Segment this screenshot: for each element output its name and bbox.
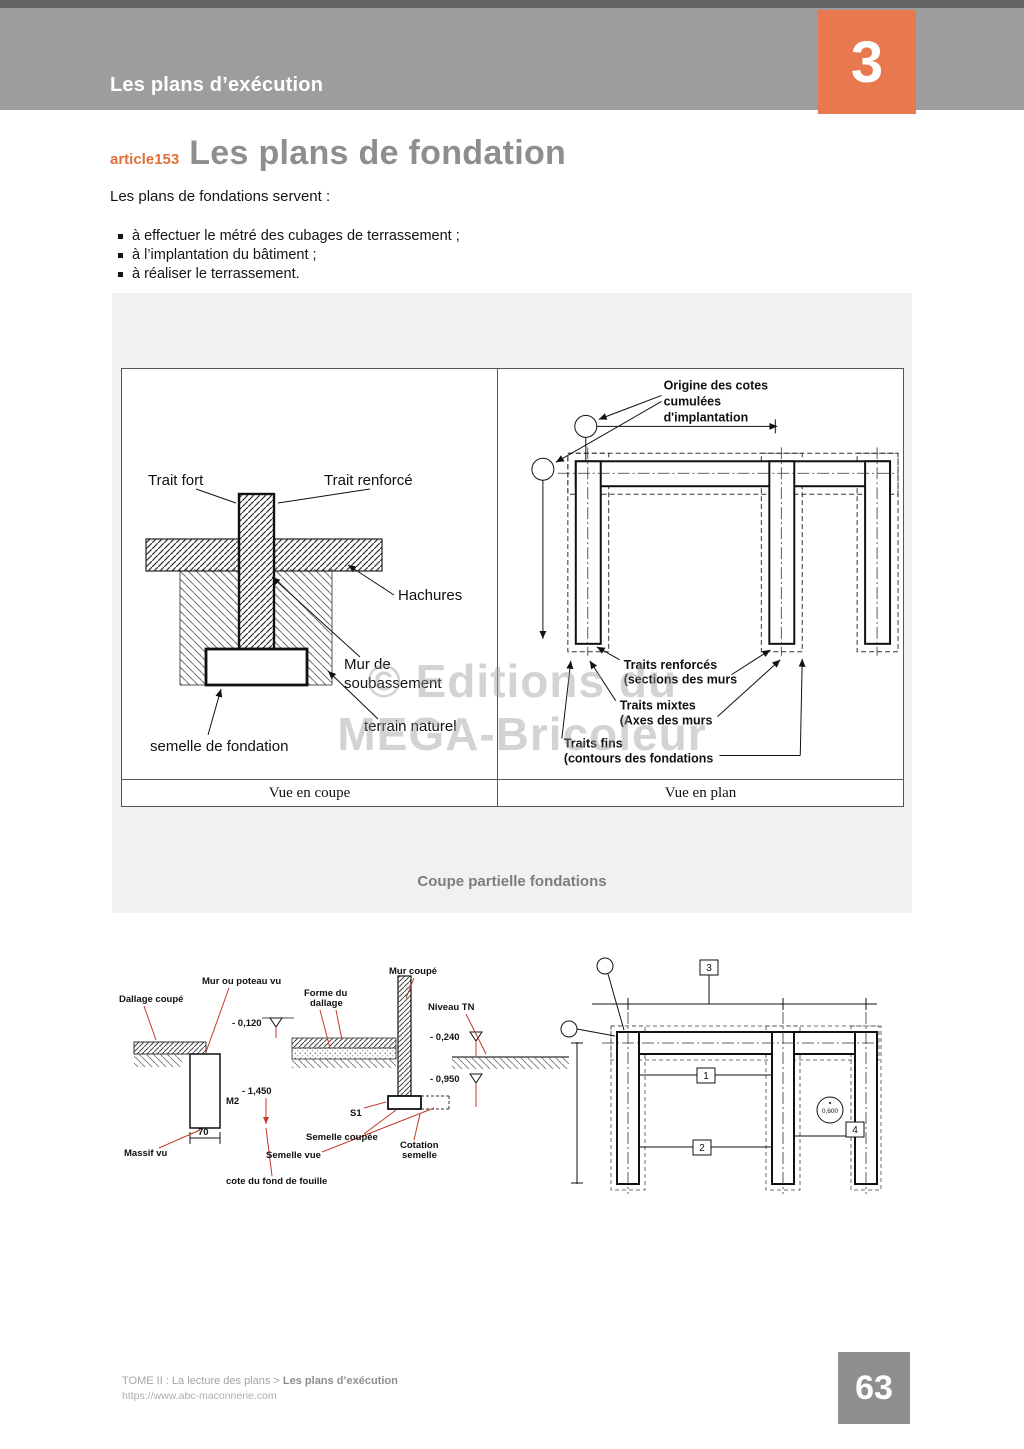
- label-trait-fort: Trait fort: [148, 472, 204, 489]
- label-mur-coupe: Mur coupé: [389, 966, 437, 977]
- label-forme-line2: dallage: [310, 998, 343, 1009]
- plan-svg: Origine des cotes cumulées d'implantatio…: [531, 378, 899, 766]
- label-traits-mixtes-line1: Traits mixtes: [620, 699, 696, 713]
- article-heading: article153 Les plans de fondation: [110, 134, 566, 173]
- label-origine-line1: Origine des cotes: [664, 378, 769, 392]
- label-traits-mixtes-line2: (Axes des murs: [620, 714, 713, 728]
- label-m2: M2: [226, 1096, 239, 1107]
- breadcrumb: TOME II : La lecture des plans > Les pla…: [122, 1375, 398, 1387]
- label-forme-line1: Forme du: [304, 988, 347, 999]
- label-hachures: Hachures: [398, 587, 462, 604]
- bullet-marker: [118, 272, 123, 277]
- label-mur-soubassement-line2: soubassement: [344, 675, 442, 692]
- bullet-marker: [118, 253, 123, 258]
- fondation-section-svg: Dallage coupé Mur ou poteau vu Forme du …: [119, 966, 569, 1187]
- page-number: 63: [855, 1368, 893, 1407]
- niveau-circle-value: 0,600: [822, 1108, 839, 1115]
- coupe-svg: Trait fort Trait renforcé Hachures Mur d…: [145, 472, 462, 755]
- bullet-text: à l’implantation du bâtiment ;: [132, 247, 317, 263]
- footer-url-link[interactable]: https://www.abc-maconnerie.com: [122, 1390, 277, 1402]
- breadcrumb-current: Les plans d’exécution: [282, 1375, 398, 1387]
- figure1-drawings: Trait fort Trait renforcé Hachures Mur d…: [122, 369, 903, 779]
- page-number-badge: 63: [838, 1352, 910, 1424]
- red-leader-lines: [143, 977, 487, 1177]
- figure2: Dallage coupé Mur ou poteau vu Forme du …: [112, 952, 912, 1212]
- label-massif-vu: Massif vu: [124, 1148, 167, 1159]
- plan2-drawing: [560, 957, 882, 1194]
- fondation-plan-svg: 3 1 2 4 0,600: [560, 957, 882, 1194]
- vue-en-coupe-drawing: Trait fort Trait renforcé Hachures Mur d…: [122, 369, 498, 779]
- label-cote-0120: - 0,120: [232, 1018, 262, 1029]
- coupe-drawing: [145, 488, 395, 736]
- top-strip: [0, 0, 1024, 8]
- vue-en-coupe-caption: Vue en coupe: [122, 780, 498, 806]
- label-cote-0240: - 0,240: [430, 1032, 460, 1043]
- label-traits-fins-line1: Traits fins: [564, 737, 623, 751]
- label-cotation-line2: semelle: [402, 1150, 437, 1161]
- figure1-panel: Trait fort Trait renforcé Hachures Mur d…: [112, 293, 912, 913]
- label-cote-1450: - 1,450: [242, 1086, 272, 1097]
- label-origine-line2: cumulées: [664, 394, 722, 408]
- bullet-item: à l’implantation du bâtiment ;: [118, 246, 460, 265]
- label-cote-0950: - 0,950: [430, 1074, 460, 1085]
- bullet-text: à effectuer le métré des cubages de terr…: [132, 228, 460, 244]
- label-semelle-fondation: semelle de fondation: [150, 738, 288, 755]
- label-terrain-naturel: terrain naturel: [364, 718, 457, 735]
- label-origine-line3: d'implantation: [664, 410, 749, 424]
- label-cote-fond-fouille: cote du fond de fouille: [226, 1176, 327, 1187]
- figure1-frame: Trait fort Trait renforcé Hachures Mur d…: [121, 368, 904, 807]
- article-tag: article153: [110, 151, 180, 168]
- section-title: Les plans d’exécution: [110, 74, 324, 96]
- chapter-number: 3: [850, 29, 884, 95]
- label-s1: S1: [350, 1108, 362, 1119]
- label-niveau-tn: Niveau TN: [428, 1002, 475, 1013]
- ref-box-3: 3: [706, 963, 712, 974]
- intro-text: Les plans de fondations servent :: [110, 188, 331, 205]
- ref-box-2: 2: [699, 1143, 705, 1154]
- bullet-item: à réaliser le terrassement.: [118, 265, 460, 284]
- breadcrumb-prefix: TOME II : La lecture des plans >: [122, 1375, 283, 1387]
- section-drawing: [133, 975, 569, 1177]
- plan-drawing: [531, 394, 899, 757]
- label-dallage-coupe: Dallage coupé: [119, 994, 183, 1005]
- vue-en-plan-caption: Vue en plan: [664, 784, 737, 801]
- label-traits-renforces-line1: Traits renforcés: [624, 658, 718, 672]
- ref-box-4: 4: [852, 1125, 858, 1136]
- figure1-caption: Coupe partielle fondations: [417, 873, 607, 890]
- label-semelle-vue: Semelle vue: [266, 1150, 321, 1161]
- bullet-text: à réaliser le terrassement.: [132, 266, 300, 282]
- label-trait-renforce: Trait renforcé: [324, 472, 413, 489]
- label-traits-renforces-line2: (sections des murs: [624, 673, 738, 687]
- label-mur-soubassement-line1: Mur de: [344, 656, 391, 673]
- label-dim-70: 70: [198, 1127, 209, 1138]
- chapter-number-box: 3: [818, 10, 916, 114]
- bullet-marker: [118, 234, 123, 239]
- article-title: Les plans de fondation: [189, 134, 567, 172]
- label-mur-ou-poteau-vu: Mur ou poteau vu: [202, 976, 281, 987]
- label-traits-fins-line2: (contours des fondations: [564, 752, 714, 766]
- vue-en-plan-drawing: Origine des cotes cumulées d'implantatio…: [498, 369, 903, 779]
- figure1-subcaptions: Vue en coupe Vue en plan: [122, 779, 903, 806]
- label-cotation-line1: Cotation: [400, 1140, 439, 1151]
- bullet-list: à effectuer le métré des cubages de terr…: [118, 227, 460, 284]
- label-semelle-coupee: Semelle coupée: [306, 1132, 378, 1143]
- ref-box-1: 1: [703, 1071, 709, 1082]
- bullet-item: à effectuer le métré des cubages de terr…: [118, 227, 460, 246]
